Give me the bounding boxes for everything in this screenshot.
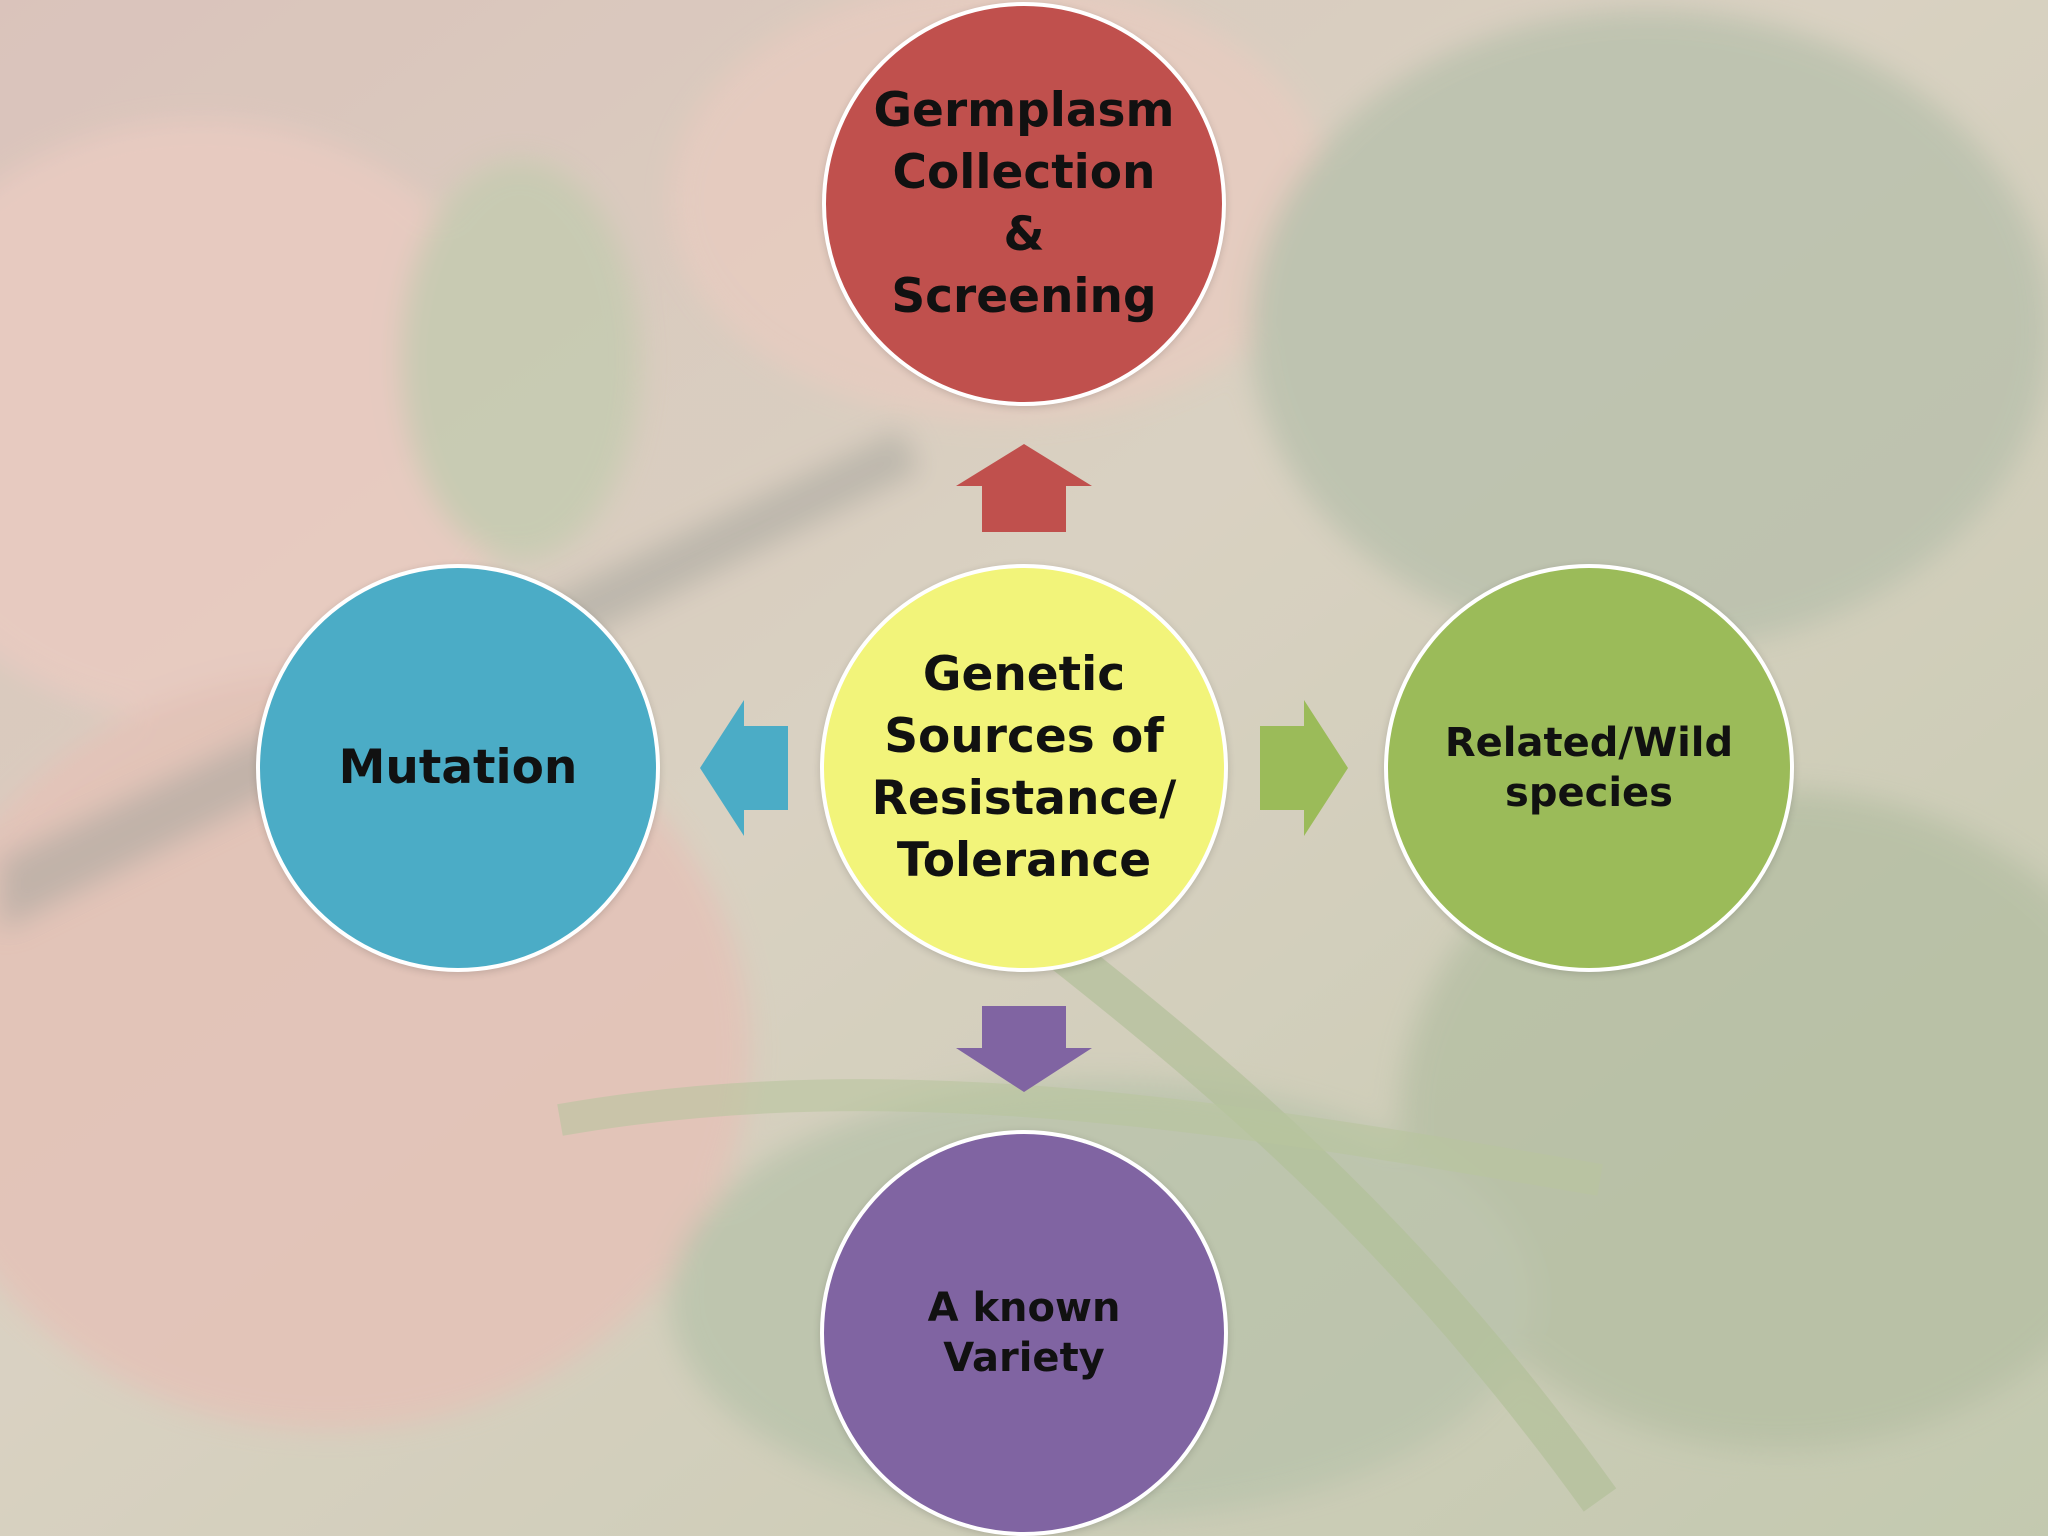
center-node-label: Genetic Sources of Resistance/ Tolerance: [871, 647, 1177, 888]
known-variety-node: A known Variety: [820, 1130, 1228, 1536]
wild-species-node: Related/Wild species: [1384, 564, 1794, 972]
germplasm-node-label: Germplasm Collection & Screening: [873, 83, 1175, 324]
arrow-right-icon: [1260, 700, 1348, 836]
arrow-down-icon: [956, 1006, 1092, 1092]
arrow-left-icon: [700, 700, 788, 836]
arrow-up-icon: [956, 444, 1092, 532]
mutation-node: Mutation: [256, 564, 660, 972]
mutation-node-label: Mutation: [338, 740, 578, 795]
known-variety-node-label: A known Variety: [927, 1285, 1121, 1381]
germplasm-node: Germplasm Collection & Screening: [822, 2, 1226, 406]
wild-species-node-label: Related/Wild species: [1444, 720, 1734, 816]
center-node: Genetic Sources of Resistance/ Tolerance: [820, 564, 1228, 972]
